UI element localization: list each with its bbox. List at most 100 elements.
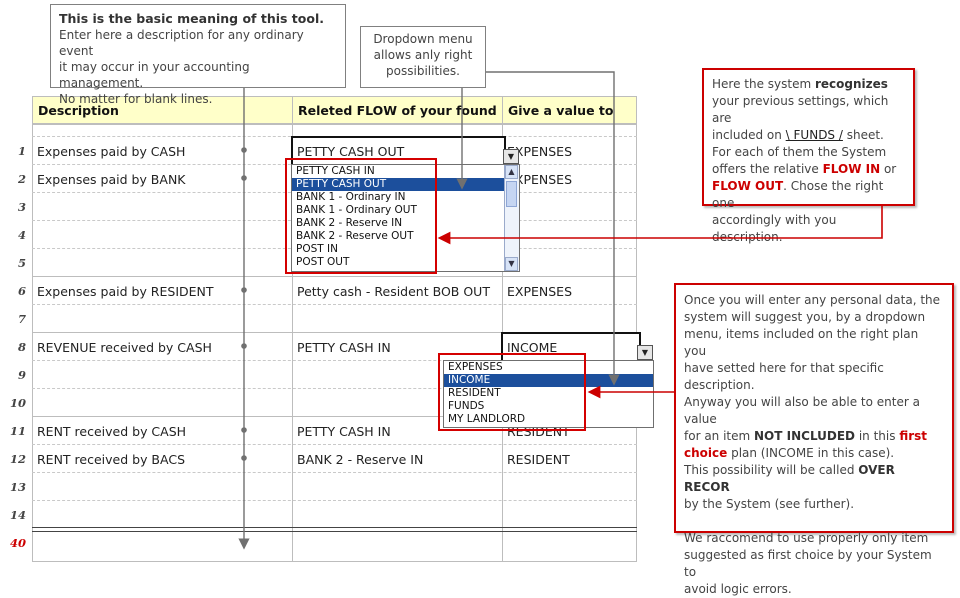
flow-option[interactable]: BANK 2 - Reserve IN [296, 217, 403, 229]
value-dropdown-button[interactable]: ▼ [637, 345, 653, 360]
value-option[interactable]: RESIDENT [448, 387, 501, 399]
pers-text: plan (INCOME in this case). [727, 446, 895, 460]
pers-text: for an item [684, 429, 755, 443]
pers-text: Anyway you will also be able to enter a … [684, 395, 920, 426]
row-line [32, 388, 637, 389]
rec-text: accordingly with you description. [712, 213, 837, 244]
flow-option[interactable]: PETTY CASH IN [296, 165, 375, 177]
cell-description[interactable]: REVENUE received by CASH [37, 340, 212, 355]
value-dropdown-highlight [438, 353, 586, 431]
col-border-right [636, 96, 637, 562]
pers-spacer [684, 513, 944, 530]
header-value: Give a value to [508, 103, 614, 118]
scroll-thumb[interactable] [506, 181, 517, 207]
pers-text: system will suggest you, by a dropdown [684, 310, 926, 324]
rec-text: sheet. [842, 128, 884, 142]
pers-text-bold: NOT INCLUDED [754, 429, 856, 443]
rec-text-bold: recognizes [814, 77, 888, 91]
callout-dropdown-line: possibilities. [386, 64, 460, 78]
funds-sheet-link[interactable]: \ FUNDS / [785, 128, 843, 142]
row-line [32, 360, 637, 361]
rec-text: offers the relative [712, 162, 823, 176]
row-number: 14 [9, 508, 26, 522]
row-number: 3 [17, 200, 26, 214]
rec-text-flow-out: FLOW OUT [712, 179, 784, 193]
flow-option[interactable]: BANK 2 - Reserve OUT [296, 230, 414, 242]
callout-dropdown-line: Dropdown menu [373, 32, 473, 46]
cell-flow[interactable]: BANK 2 - Reserve IN [297, 452, 424, 467]
pers-text: have setted here for that specific descr… [684, 361, 884, 392]
row-number: 12 [9, 452, 26, 466]
row-number: 10 [9, 396, 26, 410]
row-number: 5 [17, 256, 26, 270]
callout-basic-meaning: This is the basic meaning of this tool. … [50, 4, 346, 106]
row-line [32, 472, 637, 473]
row-line [32, 304, 637, 305]
row-number: 1 [17, 144, 26, 158]
cell-value[interactable]: EXPENSES [507, 284, 573, 299]
callout-basic-title: This is the basic meaning of this tool. [59, 11, 324, 26]
flow-option-selected[interactable]: PETTY CASH OUT [292, 178, 504, 191]
row-line [32, 500, 637, 501]
row-number: 4 [17, 228, 26, 242]
cell-value[interactable]: RESIDENT [507, 452, 570, 467]
rec-text: your previous settings, which are [712, 94, 889, 125]
callout-recognizes: Here the system recognizes your previous… [702, 68, 915, 244]
value-option[interactable]: FUNDS [448, 400, 485, 412]
scroll-down-icon[interactable]: ▼ [505, 257, 518, 271]
sheet-total-divider [32, 527, 637, 532]
chevron-down-icon: ▼ [641, 348, 649, 357]
callout-basic-line: Enter here a description for any ordinar… [59, 28, 304, 58]
row-number: 7 [17, 312, 26, 326]
flow-dropdown-button[interactable]: ▼ [503, 149, 519, 164]
row-line [32, 561, 637, 562]
cell-description[interactable]: Expenses paid by CASH [37, 144, 186, 159]
row-line [32, 276, 637, 277]
col-border-1 [292, 96, 293, 562]
callout-basic-line: it may occur in your accounting manageme… [59, 60, 250, 90]
pers-text-bold: OVER RECOR [684, 463, 895, 494]
cell-flow[interactable]: Petty cash - Resident BOB OUT [297, 284, 490, 299]
rec-text-flow-in: FLOW IN [822, 162, 881, 176]
row-line [32, 416, 637, 417]
row-number: 6 [17, 284, 26, 298]
flow-dropdown-highlight [285, 158, 437, 274]
row-line [32, 332, 637, 333]
pers-text-red: first [899, 429, 928, 443]
cell-description[interactable]: Expenses paid by BANK [37, 172, 186, 187]
scroll-up-icon[interactable]: ▲ [505, 165, 518, 179]
flow-option[interactable]: BANK 1 - Ordinary IN [296, 191, 406, 203]
cell-description[interactable]: Expenses paid by RESIDENT [37, 284, 214, 299]
pers-text: suggested as first choice by your System… [684, 548, 932, 579]
cell-flow[interactable]: PETTY CASH IN [297, 424, 391, 439]
row-line [32, 124, 637, 125]
rec-text: For each of them the System [712, 145, 887, 159]
cell-description[interactable]: RENT received by BACS [37, 452, 186, 467]
flow-dropdown-scrollbar[interactable]: ▲ ▼ [504, 165, 519, 271]
cell-flow[interactable]: PETTY CASH IN [297, 340, 391, 355]
pers-text: Once you will enter any personal data, t… [684, 293, 941, 307]
pers-text: We raccomend to use properly only item [684, 531, 929, 545]
chevron-down-icon: ▼ [507, 152, 515, 161]
cell-description[interactable]: RENT received by CASH [37, 424, 187, 439]
pers-text: menu, items included on the right plan y… [684, 327, 919, 358]
rec-text: or [880, 162, 897, 176]
rec-text: Here the system [712, 77, 815, 91]
value-option[interactable]: MY LANDLORD [448, 413, 526, 425]
row-number: 9 [17, 368, 26, 382]
row-line [32, 444, 637, 445]
flow-combo-value: PETTY CASH OUT [297, 144, 405, 159]
flow-option[interactable]: POST OUT [296, 256, 350, 268]
callout-dropdown: Dropdown menu allows anly right possibil… [360, 26, 486, 88]
callout-basic-line: No matter for blank lines. [59, 92, 213, 106]
flow-option[interactable]: BANK 1 - Ordinary OUT [296, 204, 417, 216]
pers-text: by the System (see further). [684, 497, 855, 511]
row-number: 13 [9, 480, 26, 494]
flow-option[interactable]: POST IN [296, 243, 338, 255]
callout-personal-data: Once you will enter any personal data, t… [674, 283, 954, 596]
pers-text: avoid logic errors. [684, 582, 792, 596]
callout-dropdown-line: allows anly right [373, 48, 473, 62]
col-border-left [32, 96, 33, 562]
pers-text: This possibility will be called [684, 463, 859, 477]
pers-text-red: choice [684, 446, 728, 460]
